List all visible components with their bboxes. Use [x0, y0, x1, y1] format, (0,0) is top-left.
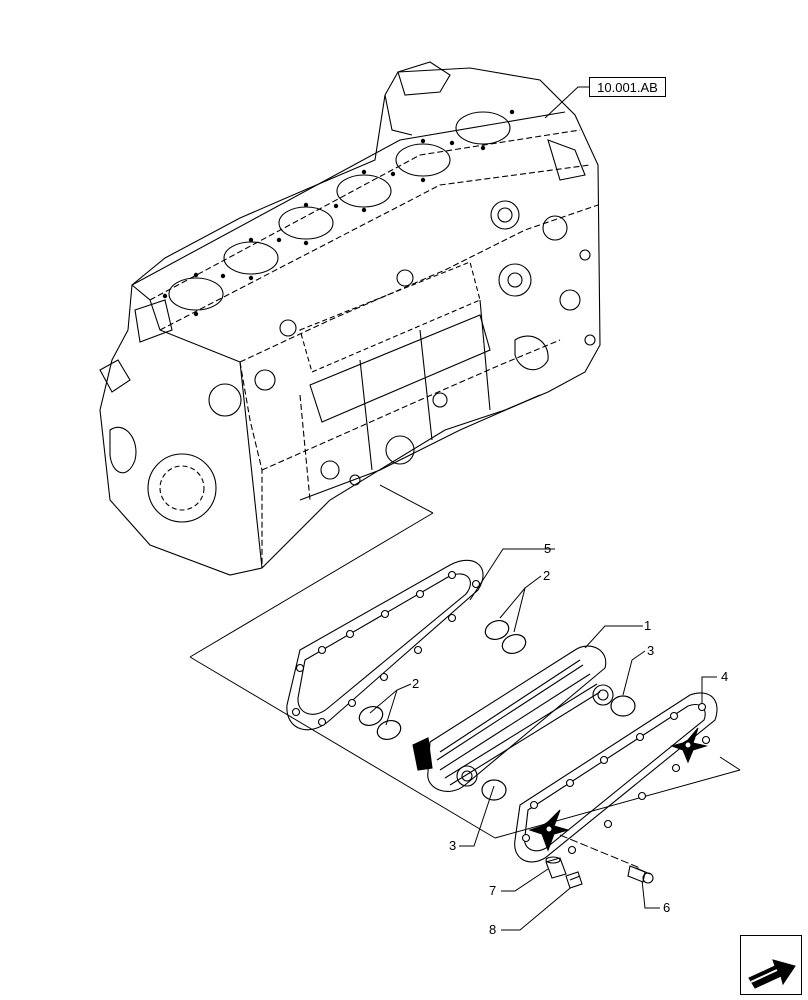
callout-7: 7	[489, 883, 497, 898]
callout-3-lower: 3	[449, 838, 457, 853]
callout-2-upper: 2	[543, 568, 551, 583]
sleeve-part-7	[545, 856, 567, 879]
callout-5: 5	[544, 541, 552, 556]
assembly-lines	[189, 86, 741, 931]
callout-3-upper: 3	[647, 643, 655, 658]
seals-part-3	[481, 695, 636, 801]
reference-section-link[interactable]: 10.001.AB	[589, 77, 666, 97]
callout-8: 8	[489, 922, 497, 937]
o-rings-part-2	[358, 619, 527, 741]
callout-4: 4	[721, 669, 729, 684]
callout-1: 1	[644, 618, 652, 633]
screw-part-8	[565, 871, 583, 889]
cover-part-4	[514, 692, 718, 863]
oil-cooler-part-1	[412, 645, 614, 792]
callout-2-lower: 2	[412, 676, 420, 691]
gasket-part-5	[286, 559, 484, 731]
next-page-button[interactable]	[740, 935, 802, 995]
engine-block	[99, 61, 601, 576]
callout-6: 6	[663, 900, 671, 915]
bolt-part-6	[627, 865, 654, 884]
next-page-arrow-icon	[748, 959, 796, 989]
